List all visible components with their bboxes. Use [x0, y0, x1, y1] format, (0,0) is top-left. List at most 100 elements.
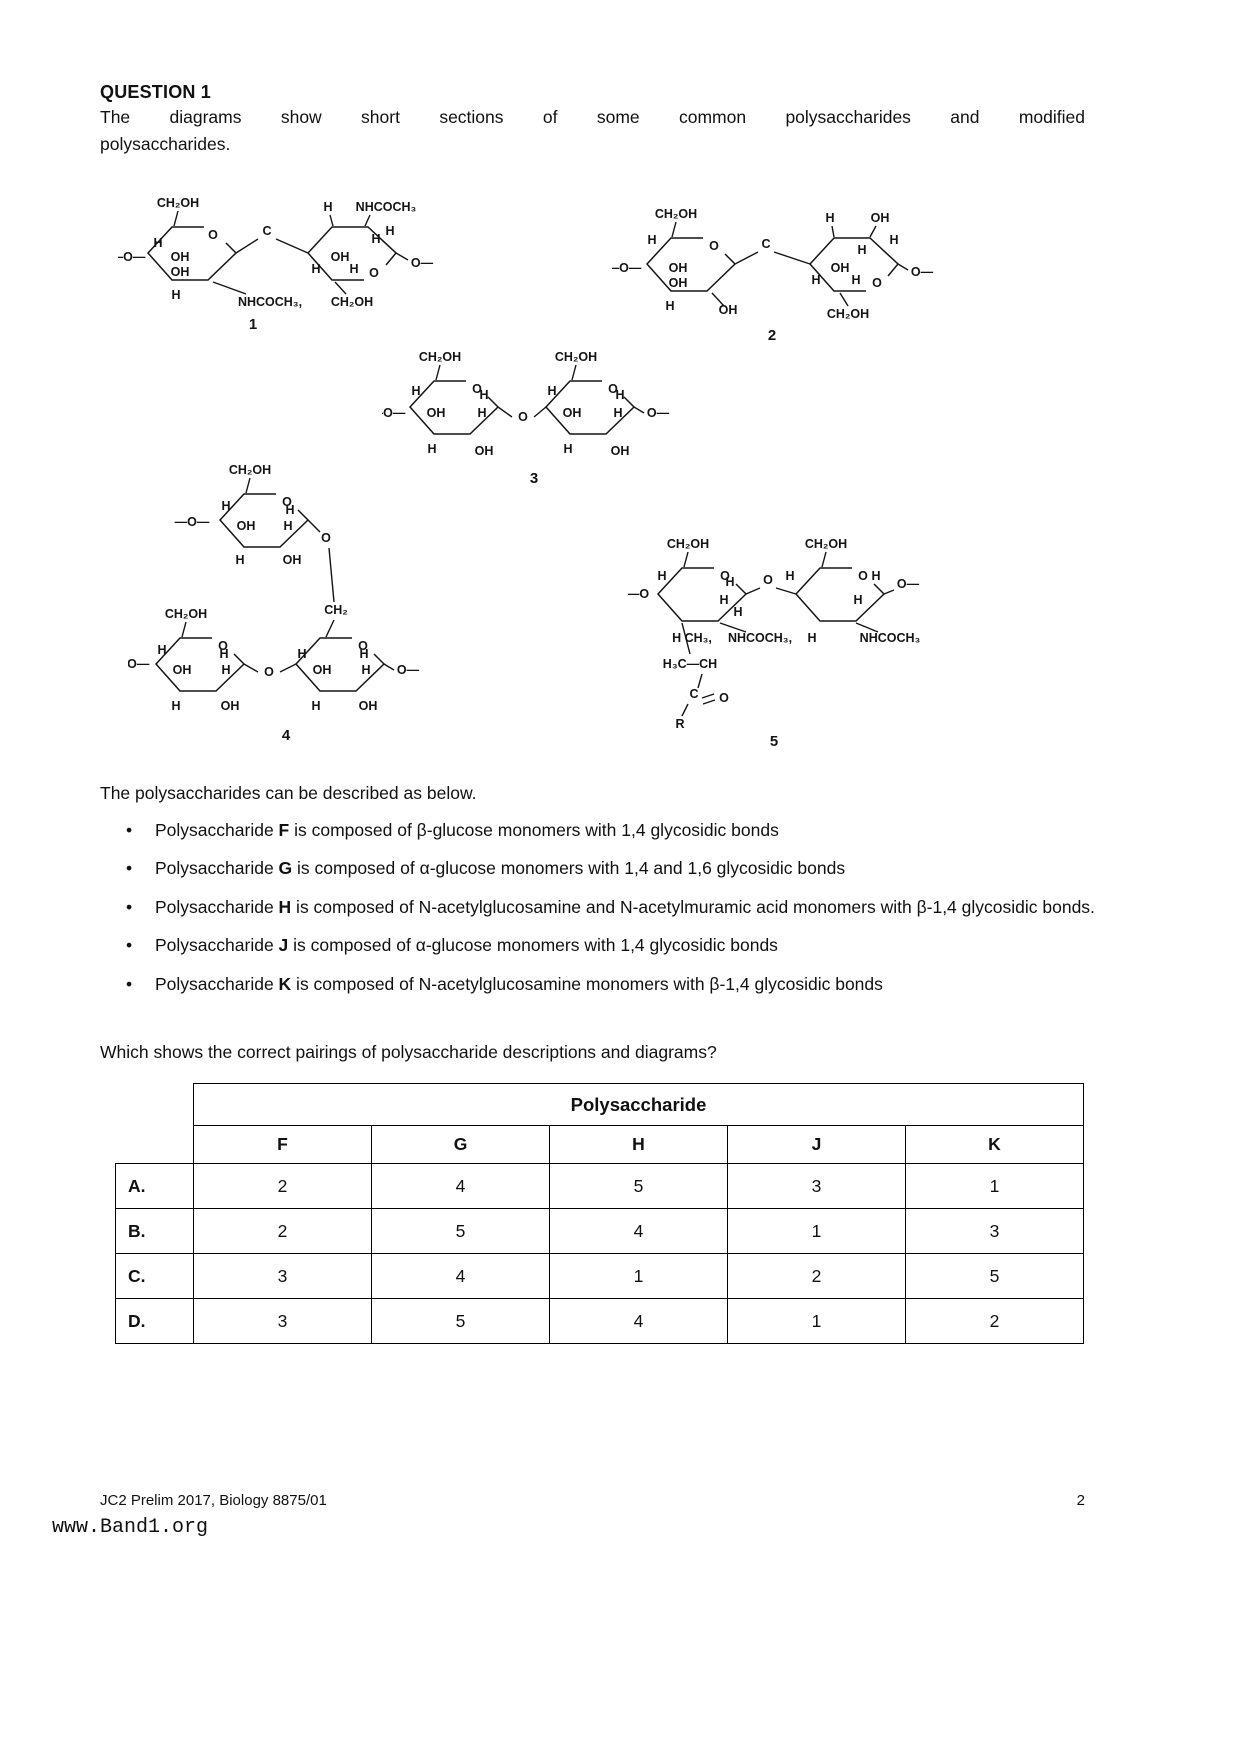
chem-label: C — [761, 237, 770, 251]
ring-oxygen: O — [709, 239, 719, 253]
answer-cell: 2 — [905, 1298, 1084, 1344]
answer-table: Polysaccharide F G H J K A. 2 4 5 3 1 B.… — [115, 1083, 1084, 1344]
chem-label: H — [349, 262, 358, 276]
chem-label: H — [733, 605, 742, 619]
table-spacer — [116, 1084, 194, 1126]
chem-label: H — [235, 553, 244, 567]
bullet-text: Polysaccharide — [155, 858, 279, 879]
table-title-row: Polysaccharide — [116, 1083, 1084, 1126]
ring-oxygen: O — [218, 639, 228, 653]
chem-label: NHCOCH₃, — [238, 295, 302, 309]
chem-label: H — [411, 384, 420, 398]
footer-doc-id: JC2 Prelim 2017, Biology 8875/01 — [100, 1492, 327, 1509]
bullet-item-k: Polysaccharide K is composed of N-acetyl… — [100, 972, 1100, 998]
polysaccharide-diagram-5: O O CH₂OH CH₂OH H H H H —O O H H H O— H … — [628, 537, 921, 750]
bullet-item-g: Polysaccharide G is composed of α-glucos… — [100, 856, 1100, 882]
chem-label: H₃C—CH — [663, 657, 717, 671]
polysaccharide-letter: J — [278, 935, 289, 956]
chem-label: NHCOCH₃ — [860, 631, 921, 645]
chem-label: CH₂OH — [157, 196, 199, 210]
bullet-text: is composed of N-acetylglucosamine and N… — [291, 896, 1095, 917]
chem-label: H — [725, 575, 734, 589]
column-header-f: F — [193, 1125, 372, 1164]
table-row: B. 2 5 4 1 3 — [115, 1208, 1084, 1254]
diagram-number: 3 — [530, 470, 538, 487]
chem-label: H — [323, 200, 332, 214]
chem-label: H — [385, 224, 394, 238]
answer-cell: 1 — [549, 1253, 728, 1299]
chem-label: H — [647, 233, 656, 247]
chem-label: O— — [397, 663, 420, 677]
answer-cell: 5 — [371, 1298, 550, 1344]
table-row: A. 2 4 5 3 1 — [115, 1163, 1084, 1209]
chem-label: O — [763, 573, 773, 587]
chem-label: CH₂OH — [805, 537, 847, 551]
chem-label: H — [311, 699, 320, 713]
chem-label: O — [321, 531, 331, 545]
intro-line-1: The diagrams show short sections of some… — [100, 107, 1085, 127]
describe-text: The polysaccharides can be described as … — [100, 783, 477, 803]
ring-oxygen: O — [858, 569, 868, 583]
chem-label: OH — [237, 519, 256, 533]
polysaccharide-letter: F — [278, 820, 290, 840]
chem-label: CH₂OH — [419, 350, 461, 364]
answer-cell: 1 — [905, 1163, 1084, 1209]
question-label: QUESTION 1 — [100, 82, 212, 102]
bullet-item-j: Polysaccharide J is composed of α-glucos… — [100, 933, 1100, 959]
answer-cell: 3 — [193, 1298, 372, 1344]
chem-label: H — [851, 273, 860, 287]
chem-label: H — [311, 262, 320, 276]
ring-oxygen: O — [872, 276, 882, 290]
polysaccharide-letter: G — [278, 858, 293, 879]
table-row: C. 3 4 1 2 5 — [115, 1253, 1084, 1299]
chem-label: H — [871, 569, 880, 583]
bullet-list: Polysaccharide F is composed of β-glucos… — [100, 818, 1100, 1010]
bullet-text: is composed of α-glucose monomers with 1… — [288, 935, 778, 956]
site-watermark: www.Band1.org — [52, 1516, 209, 1539]
chem-label: —O— — [612, 261, 642, 275]
chem-label: OH — [331, 250, 350, 264]
chem-label: OH — [719, 303, 738, 317]
chem-label: H — [297, 647, 306, 661]
bullet-text: is composed of α-glucose monomers with 1… — [292, 858, 846, 879]
chem-label: OH — [831, 261, 850, 275]
chem-label: H — [785, 569, 794, 583]
chem-label: O — [518, 410, 528, 424]
answer-cell: 4 — [549, 1298, 728, 1344]
ring-oxygen: O — [608, 382, 618, 396]
chem-label: CH₂OH — [229, 463, 271, 477]
bond-lines — [671, 221, 909, 307]
chem-label: O— — [911, 265, 934, 279]
answer-cell: 3 — [905, 1208, 1084, 1254]
ring-oxygen: O — [358, 639, 368, 653]
chem-label: H — [825, 211, 834, 225]
answer-cell: 1 — [727, 1298, 906, 1344]
chem-label: OH — [359, 699, 378, 713]
chem-label: H — [221, 663, 230, 677]
polysaccharide-letter: H — [278, 896, 292, 917]
row-label-b: B. — [115, 1208, 194, 1254]
ring-oxygen: O — [208, 228, 218, 242]
chem-label: R — [675, 717, 684, 731]
page-number: 2 — [1076, 1492, 1085, 1509]
chem-label: H — [657, 569, 666, 583]
chem-label: H — [719, 593, 728, 607]
chem-label: —O— — [128, 657, 150, 671]
chem-label: OH — [475, 444, 494, 458]
table-spacer — [116, 1126, 194, 1164]
chem-label: H — [171, 699, 180, 713]
chem-label: NHCOCH₃, — [728, 631, 792, 645]
intro-line-2: polysaccharides. — [100, 134, 231, 155]
bond-lines — [181, 477, 395, 673]
answer-cell: 2 — [727, 1253, 906, 1299]
chem-label: H — [153, 236, 162, 250]
chem-label: H — [157, 643, 166, 657]
chem-label: —O — [628, 587, 649, 601]
chem-label: OH — [283, 553, 302, 567]
polysaccharide-diagram-2: O O CH₂OH H OH OH —O— H OH C H OH OH H H… — [612, 207, 934, 344]
column-header-k: K — [905, 1125, 1084, 1164]
answer-cell: 5 — [905, 1253, 1084, 1299]
page-footer: JC2 Prelim 2017, Biology 8875/01 2 — [100, 1492, 1085, 1509]
chem-label: H CH₃, — [672, 631, 712, 645]
